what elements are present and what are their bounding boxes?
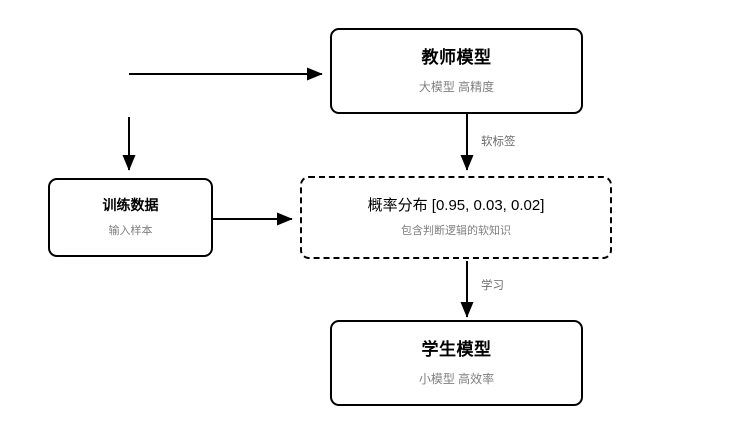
node-training-data[interactable]: 训练数据 输入样本	[48, 178, 213, 257]
node-teacher-model-title: 教师模型	[421, 48, 492, 68]
node-probability-distribution-subtitle: 包含判断逻辑的软知识	[401, 225, 511, 238]
edge-label-learn: 学习	[481, 280, 504, 292]
node-probability-distribution[interactable]: 概率分布 [0.95, 0.03, 0.02] 包含判断逻辑的软知识	[300, 176, 612, 259]
node-teacher-model[interactable]: 教师模型 大模型 高精度	[330, 28, 583, 114]
node-teacher-model-subtitle: 大模型 高精度	[418, 79, 495, 94]
node-student-model-title: 学生模型	[421, 340, 492, 360]
edge-label-soft-label: 软标签	[481, 136, 516, 148]
node-training-data-title: 训练数据	[102, 197, 159, 214]
node-training-data-subtitle: 输入样本	[108, 224, 153, 237]
node-student-model-subtitle: 小模型 高效率	[418, 371, 495, 386]
node-student-model[interactable]: 学生模型 小模型 高效率	[330, 320, 583, 406]
node-probability-distribution-title: 概率分布 [0.95, 0.03, 0.02]	[367, 196, 545, 214]
